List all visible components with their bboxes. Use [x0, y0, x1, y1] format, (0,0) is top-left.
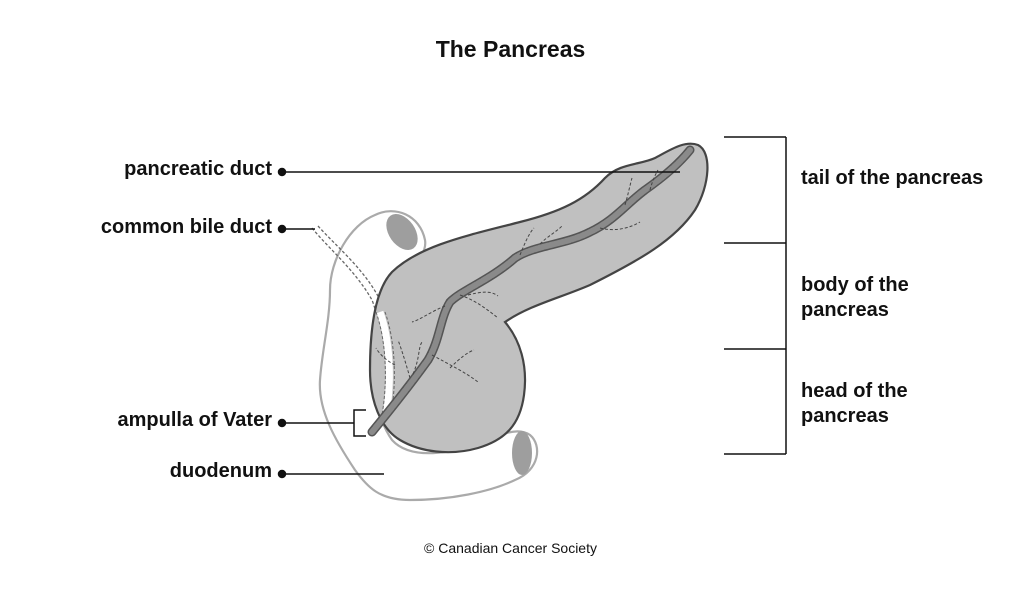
ampulla-dot: [277, 418, 287, 428]
duodenum-upper-lumen: [386, 213, 418, 251]
pancreatic-duct-dot: [277, 167, 287, 177]
duodenum-dot: [277, 469, 287, 479]
label-tail: tail of the pancreas: [801, 167, 984, 189]
label-pancreatic-duct: pancreatic duct: [124, 158, 272, 180]
label-duodenum: duodenum: [169, 460, 272, 482]
copyright-credit: © Canadian Cancer Society: [424, 540, 597, 556]
leader-lines: [277, 167, 680, 479]
label-body: body of the pancreas: [801, 274, 909, 321]
common-bile-duct-dot: [277, 224, 287, 234]
duct-branches: [375, 169, 659, 383]
region-bracket: [724, 136, 787, 455]
label-ampulla-of-vater: ampulla of Vater: [117, 409, 273, 431]
pancreatic-duct-core: [369, 147, 693, 435]
pancreas-shape: [368, 142, 709, 454]
bile-duct-in-head-edge: [375, 311, 386, 416]
diagram-title: The Pancreas: [435, 36, 586, 62]
duodenum-lower-lumen: [512, 431, 532, 475]
label-head: head of the pancreas: [801, 380, 908, 427]
label-common-bile-duct: common bile duct: [100, 216, 272, 238]
